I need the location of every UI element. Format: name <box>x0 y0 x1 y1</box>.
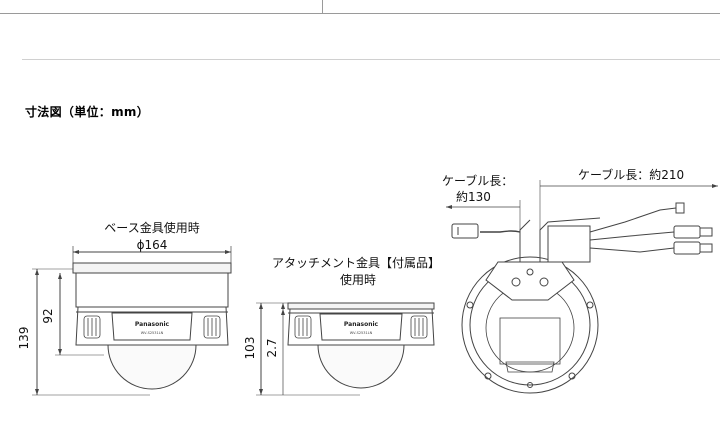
section-title: 寸法図（単位：mm） <box>25 105 150 119</box>
diameter-label: ϕ164 <box>137 238 168 252</box>
base-bracket-view: Panasonic WV-S2531LN <box>32 246 232 396</box>
mount-ring <box>75 272 229 308</box>
model-label: WV-S2531LN <box>141 331 164 335</box>
brand-logo-2: Panasonic <box>344 321 379 328</box>
dim-139-label: 139 <box>17 327 31 350</box>
dome-cover-2 <box>317 344 405 389</box>
rear-outer-ring <box>461 256 599 394</box>
attachment-view: Panasonic WV-S2531LN <box>256 302 435 396</box>
dim-92-label: 92 <box>41 308 55 323</box>
cable-length-right: ケーブル長：約210 <box>578 167 684 182</box>
attachment-plate <box>287 302 435 310</box>
brand-logo: Panasonic <box>135 321 170 328</box>
cable-length-left-line2: 約130 <box>456 189 491 204</box>
lan-connector <box>451 223 479 239</box>
dim-103-label: 103 <box>243 337 257 360</box>
top-table-divider <box>322 0 323 14</box>
attachment-caption-1: アタッチメント金具【付属品】 <box>272 255 440 270</box>
top-table-rule <box>0 13 720 14</box>
section-separator <box>22 59 720 60</box>
cable-length-left-line1: ケーブル長： <box>442 173 513 188</box>
junction-box <box>547 225 591 263</box>
base-view-caption: ベース金具使用時 <box>104 220 199 235</box>
top-table-frame <box>0 0 720 14</box>
dim-2.7-label: 2.7 <box>265 338 279 357</box>
base-plate <box>72 262 232 274</box>
rear-view <box>446 180 718 394</box>
dome-cover <box>107 344 197 390</box>
attachment-caption-2: 使用時 <box>340 272 376 287</box>
model-label-2: WV-S2531LN <box>350 331 373 335</box>
